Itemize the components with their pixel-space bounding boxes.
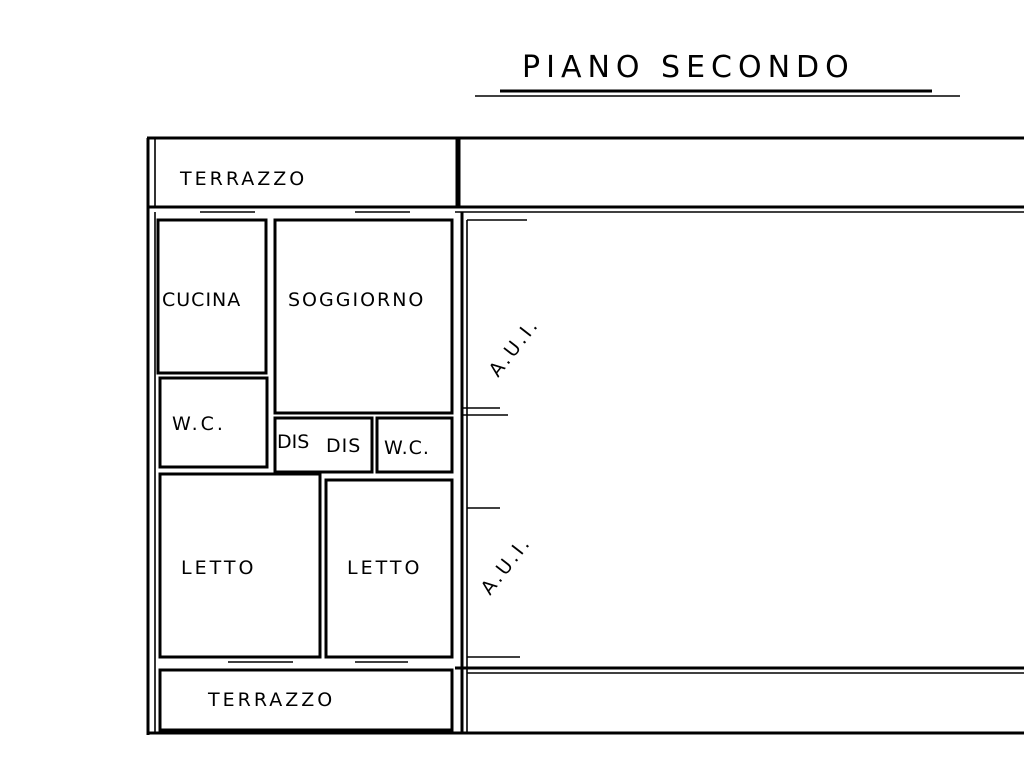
room-letto-1 xyxy=(158,472,322,659)
label-terrazzo-bottom: TERRAZZO xyxy=(207,689,335,711)
rooms xyxy=(156,218,454,732)
room-terrazzo-bottom xyxy=(158,668,454,732)
room-dis xyxy=(273,416,374,474)
room-letto-2 xyxy=(324,478,454,659)
label-soggiorno: SOGGIORNO xyxy=(288,289,425,311)
label-aui-upper: A.U.I. xyxy=(485,314,544,381)
label-letto-1: LETTO xyxy=(181,557,256,579)
label-dis-2: DIS xyxy=(326,435,361,457)
label-letto-2: LETTO xyxy=(347,557,422,579)
room-soggiorno xyxy=(273,218,454,415)
room-cucina xyxy=(156,218,268,375)
label-wc-right: W.C. xyxy=(384,437,430,459)
plan-title: PIANO SECONDO xyxy=(522,50,855,85)
label-cucina: CUCINA xyxy=(162,289,241,311)
label-aui-lower: A.U.I. xyxy=(477,532,536,599)
label-dis-1: DIS xyxy=(277,431,309,453)
room-wc-right xyxy=(375,416,454,474)
outer-walls xyxy=(146,136,1024,735)
room-wc-left xyxy=(158,376,269,469)
label-terrazzo-top: TERRAZZO xyxy=(179,168,307,190)
label-wc-left: W.C. xyxy=(172,413,226,435)
